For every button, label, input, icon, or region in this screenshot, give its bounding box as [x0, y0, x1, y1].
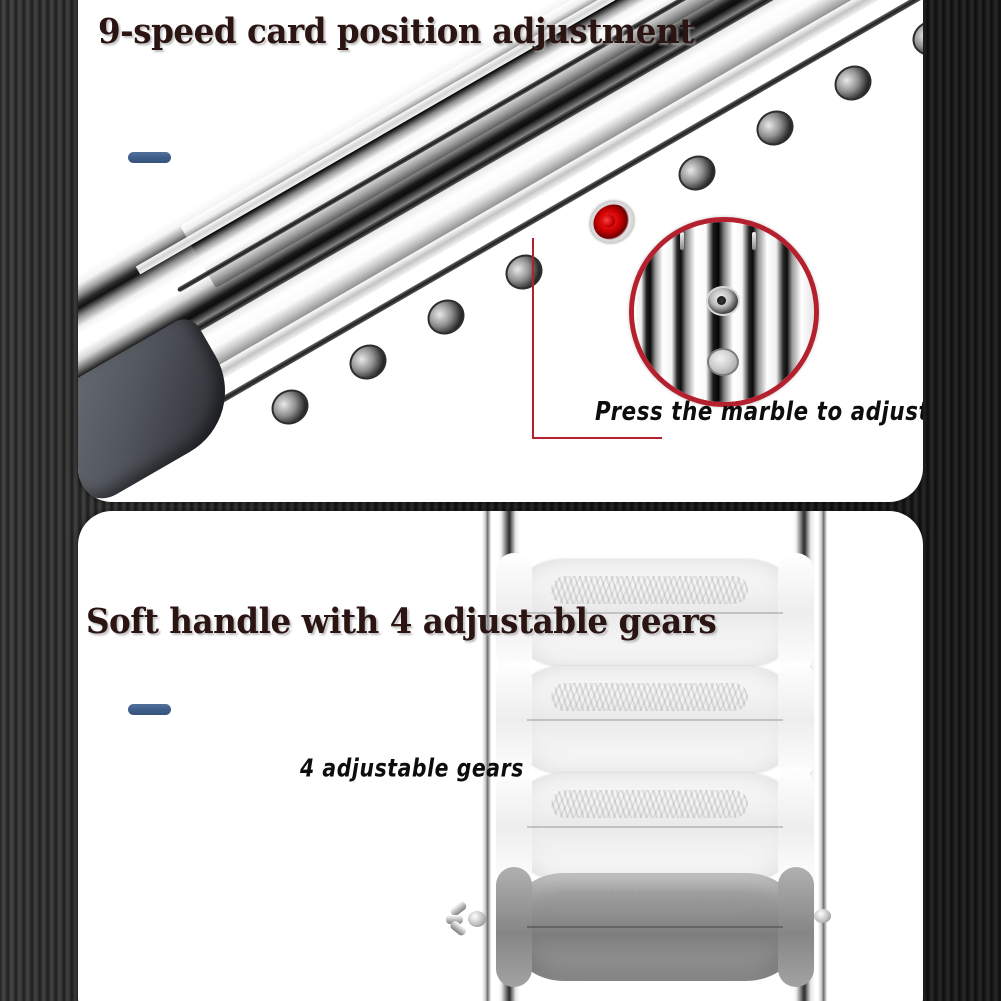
handle-panel: Soft handle with 4 adjustable gears 4 ad… — [78, 511, 923, 1001]
adjustment-hole — [499, 247, 549, 297]
adjustment-hole — [672, 148, 722, 198]
magnified-marble-button — [706, 286, 740, 316]
handle-grip-ghost — [496, 553, 814, 673]
crutch-tube-photo — [78, 0, 923, 502]
magnifier-circle-icon — [629, 217, 819, 407]
adjustment-panel: 9-speed card position adjustment Press t… — [78, 0, 923, 502]
adjustment-hole — [265, 382, 315, 432]
marble-icon — [582, 193, 642, 251]
adjustment-hole — [906, 13, 923, 63]
crutch-handle-photo — [78, 511, 923, 1001]
caption-adjustable-gears: 4 adjustable gears — [300, 753, 524, 783]
handle-grip-ghost — [496, 660, 814, 780]
page-title-adjustment: 9-speed card position adjustment — [98, 11, 694, 52]
upright-tube-left-inner — [482, 511, 491, 1001]
adjustment-hole — [343, 337, 393, 387]
selected-marker-dot — [599, 212, 618, 230]
callout-leader-horizontal — [532, 437, 662, 439]
adjustment-hole — [421, 292, 471, 342]
adjustment-hole — [750, 103, 800, 153]
handle-grip-ghost — [496, 767, 814, 887]
dash-icon — [128, 152, 171, 163]
magnified-pin-right — [752, 232, 756, 250]
callout-leader-vertical — [532, 238, 534, 438]
adjustment-hole — [828, 58, 878, 108]
upright-tube-right-inner — [818, 511, 827, 1001]
caption-press-marble: Press the marble to adjust — [595, 397, 923, 428]
dash-icon — [128, 704, 171, 715]
wing-knob-icon — [444, 893, 490, 945]
handle-grip-active — [496, 867, 814, 987]
magnified-hole — [707, 348, 739, 376]
page-title-handle: Soft handle with 4 adjustable gears — [86, 601, 717, 642]
magnified-pin-left — [680, 232, 684, 250]
screw-icon — [814, 909, 831, 923]
magnified-marble-core — [717, 296, 726, 305]
